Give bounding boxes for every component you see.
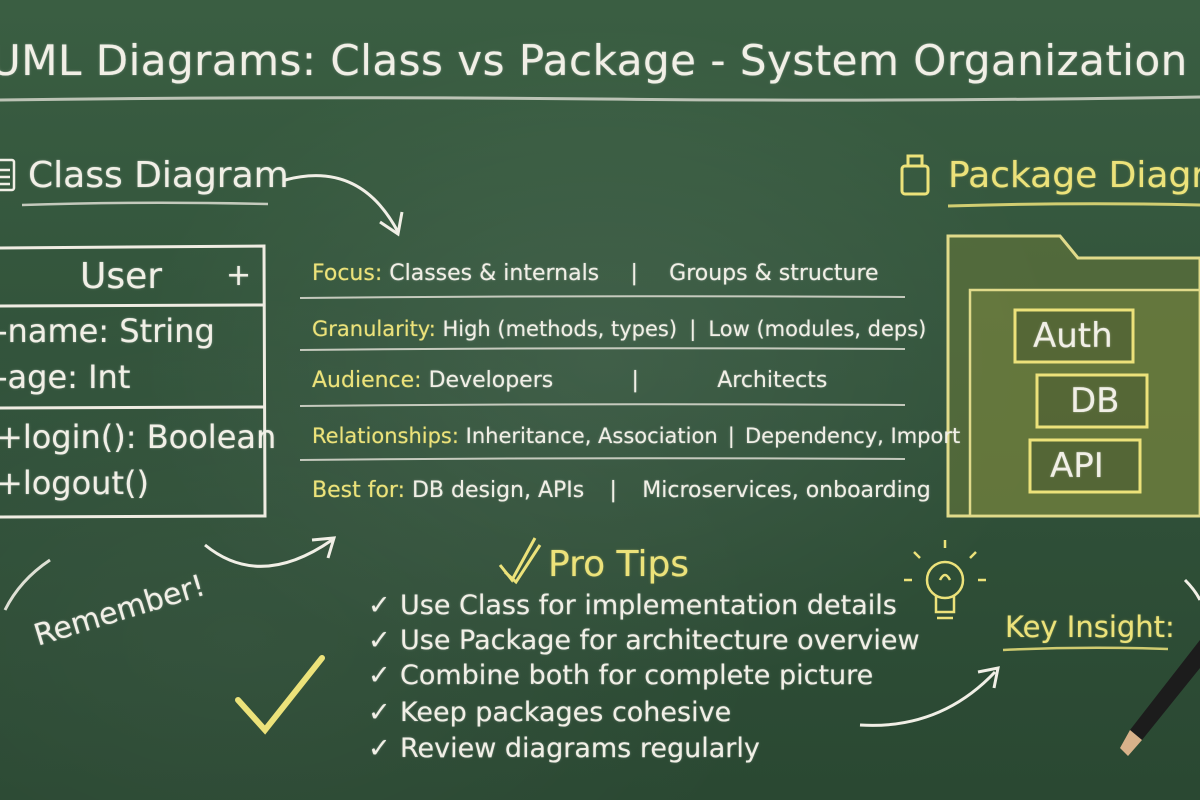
tip-text: Keep packages cohesive	[400, 697, 732, 728]
pro-tips-heading: Pro Tips	[548, 544, 690, 585]
check-mark-icon: ✓	[368, 590, 391, 621]
package-label-auth: Auth	[1033, 316, 1113, 356]
row-dividers	[299, 295, 906, 461]
arrow-icon	[859, 666, 1000, 727]
row-class-value: Developers	[428, 368, 554, 393]
check-mark-icon: ✓	[368, 697, 391, 728]
row-package-value: Dependency, Import	[745, 424, 961, 448]
comparison-row-best-for: Best for: DB design, APIs | Microservice…	[312, 478, 931, 503]
row-label: Best for:	[312, 478, 405, 503]
tip-item: ✓ Use Class for implementation details	[368, 590, 897, 621]
clipboard-icon	[0, 158, 16, 192]
key-insight-label: Key Insight:	[1005, 610, 1175, 644]
check-mark-icon	[235, 655, 325, 735]
row-package-value: Groups & structure	[669, 261, 879, 286]
package-icon	[900, 154, 930, 196]
chalk-stick-icon	[1120, 578, 1200, 756]
row-separator: |	[630, 261, 638, 286]
package-diagram-heading: Package Diagram	[948, 155, 1200, 196]
row-label: Relationships:	[312, 424, 459, 448]
arrow-icon	[3, 536, 337, 611]
row-class-value: High (methods, types)	[442, 317, 678, 341]
comparison-row-granularity: Granularity: High (methods, types) | Low…	[312, 317, 926, 341]
tip-text: Use Class for implementation details	[400, 590, 897, 621]
comparison-row-relationships: Relationships: Inheritance, Association …	[312, 424, 960, 448]
comparison-row-audience: Audience: Developers | Architects	[312, 368, 827, 393]
uml-attribute: -name: String	[0, 312, 215, 350]
tip-item: ✓ Keep packages cohesive	[368, 697, 731, 728]
package-folder-icon	[946, 234, 1200, 518]
uml-method: +login(): Boolean	[0, 418, 277, 456]
row-label: Granularity:	[312, 317, 436, 341]
uml-class-plus: +	[226, 258, 252, 293]
check-mark-icon: ✓	[368, 660, 391, 691]
lightbulb-icon	[904, 540, 986, 620]
row-separator: |	[727, 424, 735, 448]
package-box-db	[1035, 373, 1149, 429]
row-label: Audience:	[312, 368, 422, 393]
row-package-value: Microservices, onboarding	[642, 478, 931, 503]
row-label: Focus:	[312, 261, 383, 286]
class-diagram-heading: Class Diagram	[28, 155, 289, 196]
uml-method: +logout()	[0, 464, 149, 502]
package-label-api: API	[1050, 446, 1104, 486]
tip-item: ✓ Review diagrams regularly	[368, 733, 760, 764]
arrow-icon	[284, 174, 404, 237]
row-class-value: Inheritance, Association	[465, 424, 718, 448]
title-underline	[0, 95, 1200, 102]
uml-class-box	[0, 244, 267, 519]
package-heading-underline	[947, 202, 1200, 208]
uml-attribute: -age: Int	[0, 358, 131, 396]
tip-text: Use Package for architecture overview	[400, 625, 920, 656]
package-box-auth	[1013, 308, 1135, 364]
tip-item: ✓ Use Package for architecture overview	[368, 625, 920, 656]
row-separator: |	[689, 317, 697, 341]
row-package-value: Low (modules, deps)	[708, 317, 927, 341]
comparison-row-focus: Focus: Classes & internals | Groups & st…	[312, 261, 879, 286]
tip-text: Review diagrams regularly	[400, 733, 760, 764]
class-heading-underline	[21, 201, 269, 207]
row-separator: |	[609, 478, 617, 503]
page-title: UML Diagrams: Class vs Package - System …	[0, 36, 1200, 85]
row-class-value: Classes & internals	[389, 261, 600, 286]
row-class-value: DB design, APIs	[411, 478, 585, 503]
tip-item: ✓ Combine both for complete picture	[368, 660, 873, 691]
key-insight-underline	[1002, 646, 1169, 652]
check-mark-icon: ✓	[368, 733, 391, 764]
check-mark-icon: ✓	[368, 625, 391, 656]
check-mark-icon	[498, 537, 542, 585]
package-label-db: DB	[1070, 381, 1120, 421]
tip-text: Combine both for complete picture	[400, 660, 874, 691]
row-package-value: Architects	[717, 368, 828, 393]
uml-class-name: User	[80, 256, 163, 297]
package-box-api	[1028, 438, 1142, 494]
row-separator: |	[631, 368, 639, 393]
